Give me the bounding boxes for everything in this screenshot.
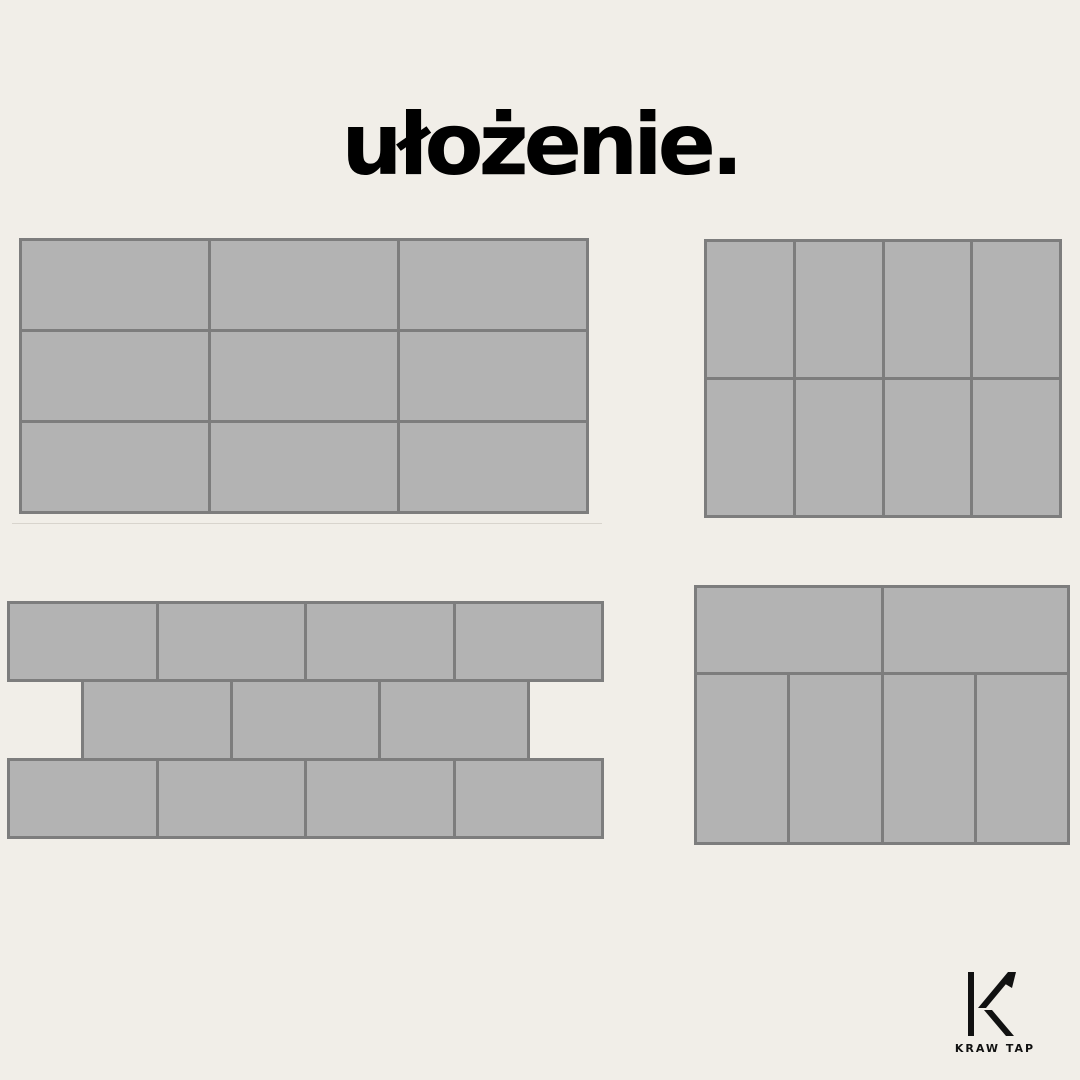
brand-logo: KRAW TAP [940,968,1050,1064]
tile [694,672,791,845]
tile [787,672,884,845]
tile [19,329,211,423]
tile [452,757,604,839]
brand-name: KRAW TAP [954,1042,1036,1055]
tile [208,420,400,514]
tile [397,329,589,423]
tile [208,238,400,332]
tile [397,238,589,332]
pattern-mixed [694,585,1070,845]
tile [304,601,456,683]
k-logo-icon [968,972,1016,1036]
tile [397,420,589,514]
tile [880,672,977,845]
pattern-brick-horizontal [7,601,604,839]
tile [973,672,1070,845]
tile [7,757,159,839]
tile [704,239,796,380]
tile [378,679,530,761]
tile [970,377,1062,518]
pattern-grid-horizontal [19,238,589,514]
tile [19,238,211,332]
tile [881,239,974,380]
page-title: ułożenie. [341,94,743,195]
tile [452,601,604,683]
tile [155,601,307,683]
tile [304,757,456,839]
pattern-grid-vertical [704,239,1062,518]
tile [970,239,1062,380]
tile [881,377,974,518]
tile [81,679,233,761]
tile [694,585,884,675]
tile [155,757,307,839]
pattern-baseline [12,523,602,524]
tile [880,585,1070,675]
tile [792,377,885,518]
tile [7,601,159,683]
tile [792,239,885,380]
tile [208,329,400,423]
tile [229,679,382,761]
tile [19,420,211,514]
tile [704,377,796,518]
